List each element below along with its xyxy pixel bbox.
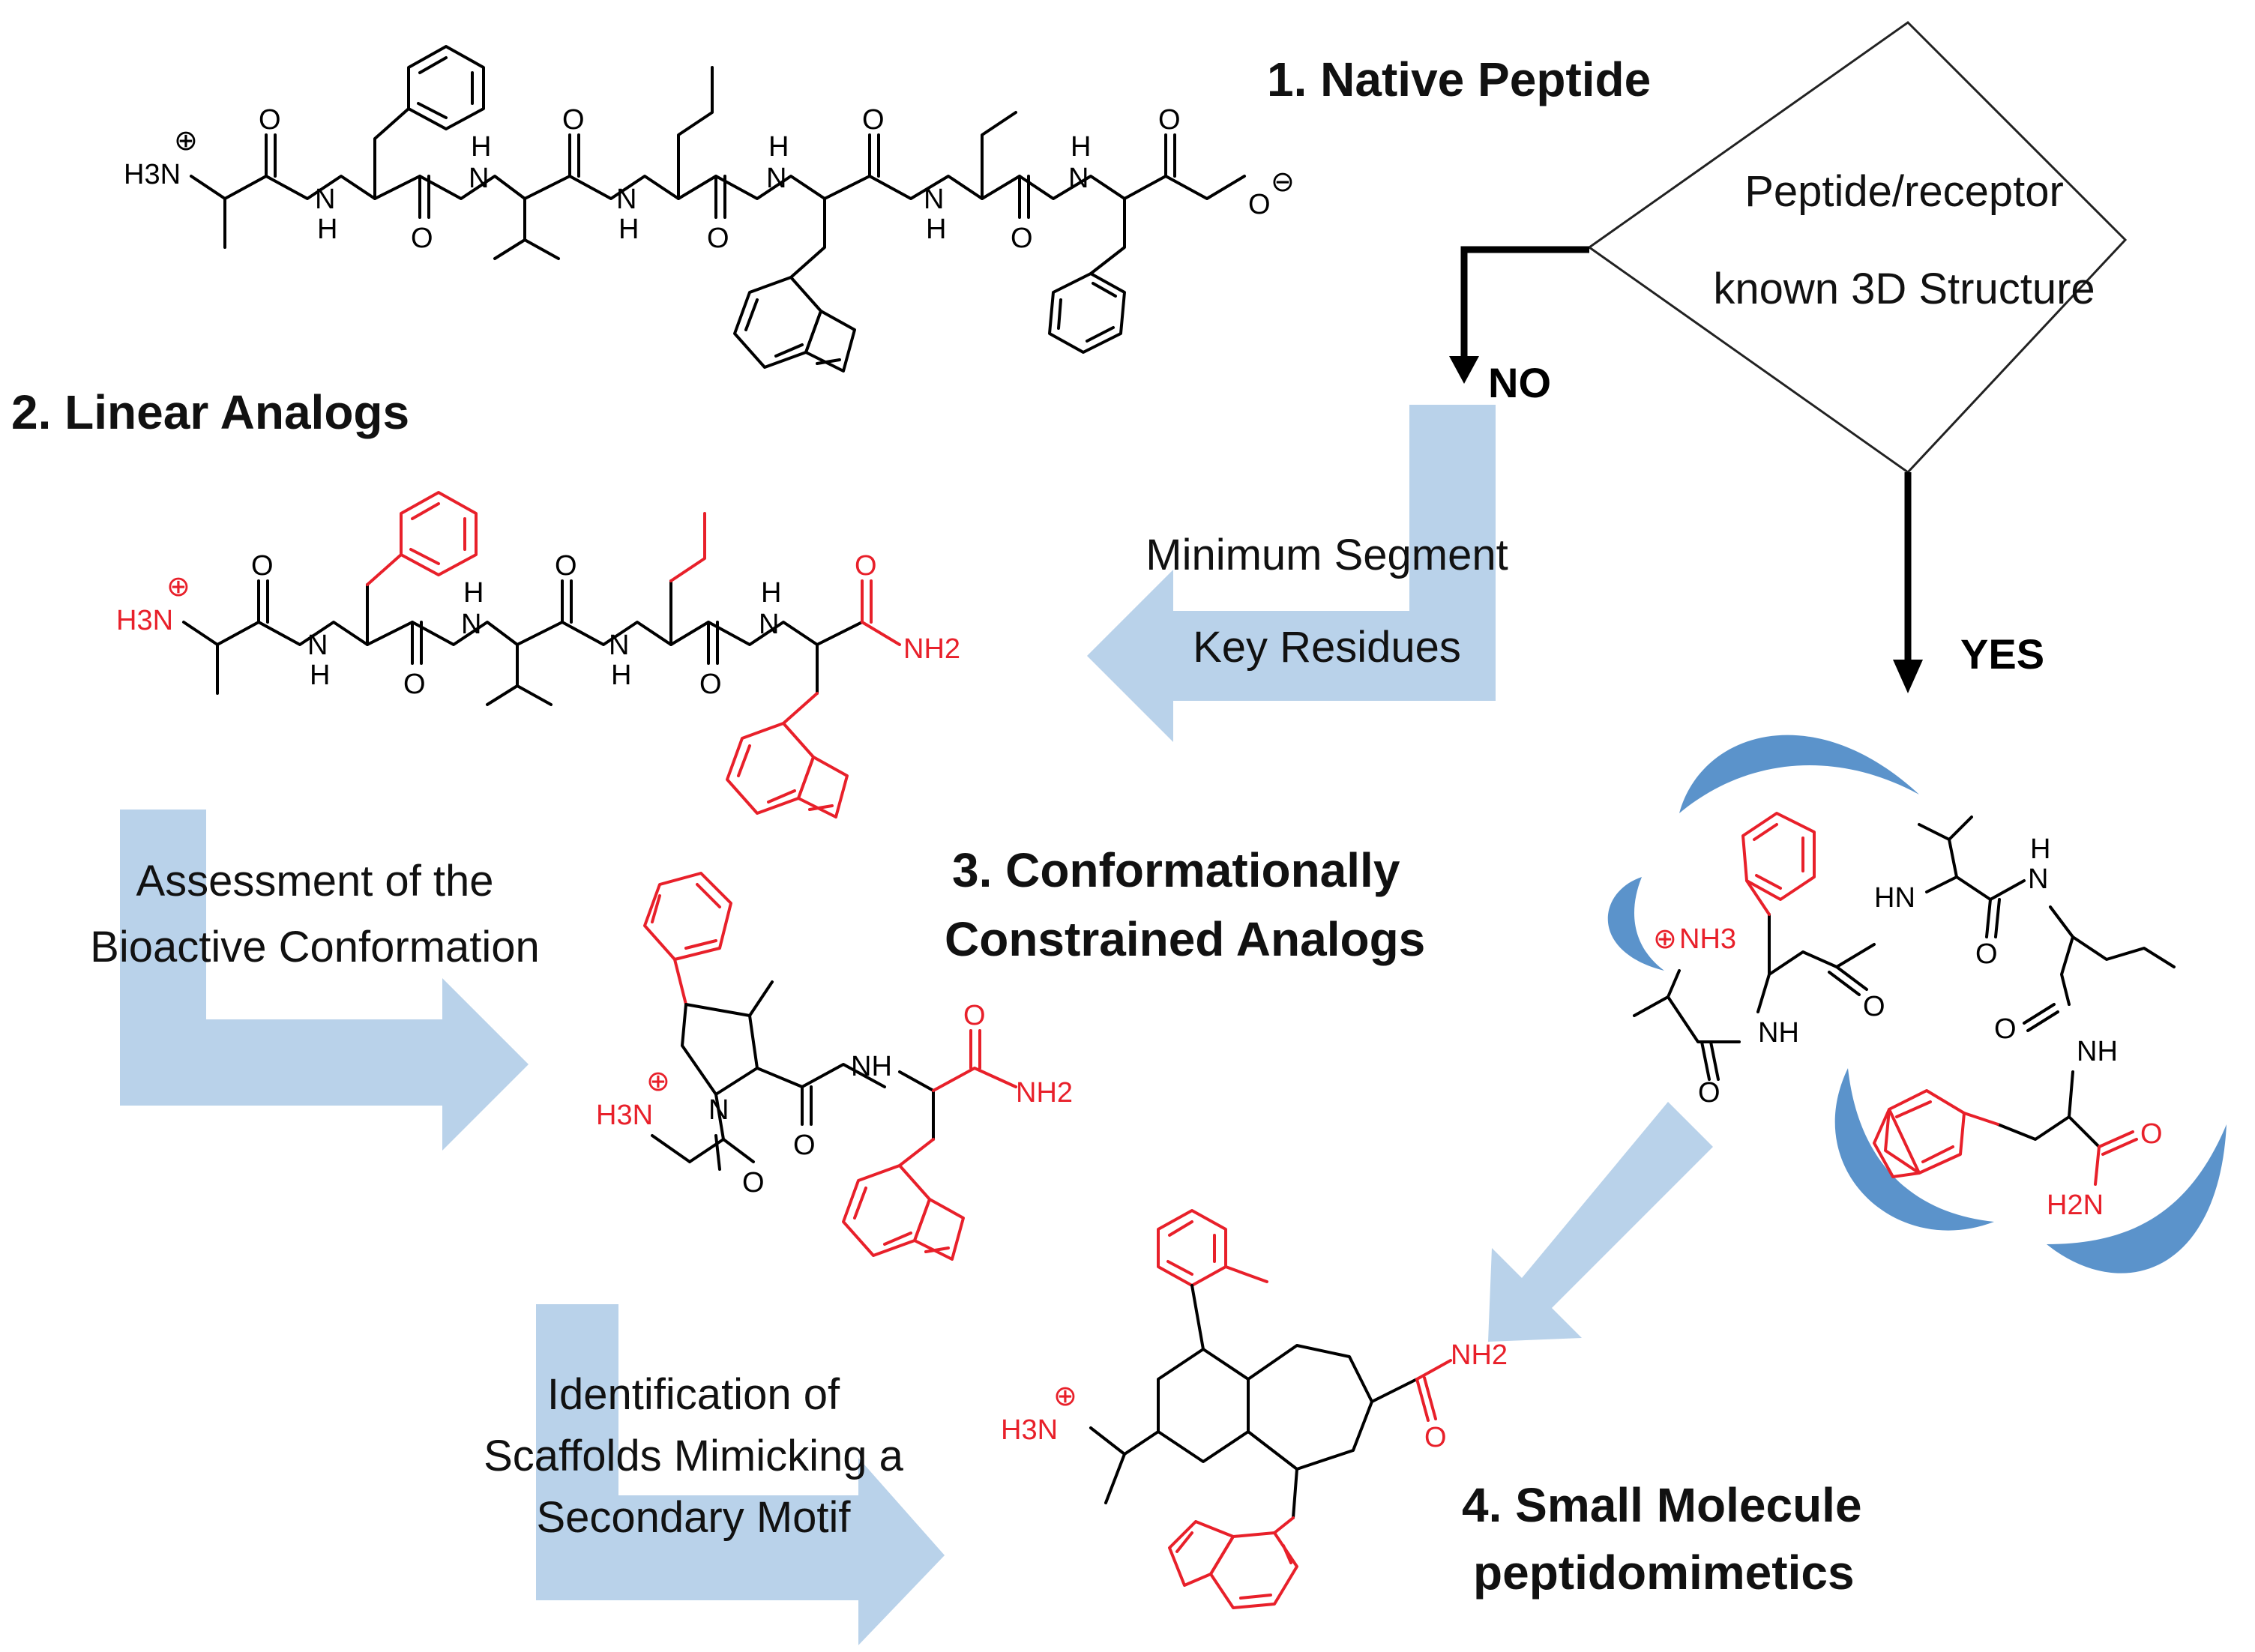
minimum-segment-text: Minimum Segment [1145, 531, 1508, 579]
svg-text:NH: NH [1758, 1017, 1799, 1049]
key-residues-text: Key Residues [1193, 623, 1461, 672]
assessment-text-line2: Bioactive Conformation [90, 923, 540, 971]
svg-text:O: O [1994, 1013, 2017, 1045]
receptor-h2n: H2N [2047, 1190, 2104, 1221]
svg-text:O: O [1424, 1422, 1447, 1453]
assessment-text-line1: Assessment of the [136, 857, 493, 905]
svg-text:O: O [2140, 1118, 2163, 1150]
svg-text:O: O [742, 1167, 765, 1199]
receptor-lobe-bottom-left [1834, 1068, 1994, 1231]
svg-text:N: N [924, 184, 944, 215]
step4-title-line1: 4. Small Molecule [1462, 1478, 1862, 1532]
svg-text:O: O [1698, 1077, 1720, 1109]
svg-text:O: O [793, 1130, 816, 1161]
native-plus: ⊕ [174, 125, 198, 157]
no-arrowhead [1449, 356, 1479, 384]
yes-arrowhead [1893, 660, 1923, 693]
svg-text:O: O [855, 550, 877, 582]
receptor-lobe-bottom-right [2047, 1124, 2227, 1273]
linear-h3n: H3N [116, 605, 173, 636]
svg-text:⊕: ⊕ [646, 1066, 670, 1097]
svg-text:⊕: ⊕ [1653, 923, 1677, 955]
receptor-lobe-top [1679, 735, 1919, 813]
svg-text:⊕: ⊕ [166, 571, 190, 603]
assessment-arrow [120, 810, 529, 1151]
svg-text:O: O [555, 550, 577, 582]
svg-text:H: H [463, 577, 484, 609]
svg-text:N: N [616, 184, 636, 215]
step2-title: 2. Linear Analogs [11, 385, 409, 439]
decision-diamond [1587, 21, 2128, 474]
svg-text:H: H [2030, 833, 2050, 865]
svg-text:O: O [1975, 938, 1998, 970]
svg-text:HN: HN [1874, 882, 1915, 914]
identification-arrow [536, 1304, 945, 1645]
svg-text:O: O [259, 104, 281, 136]
svg-text:N: N [2028, 863, 2048, 895]
constrained-h3n: H3N [596, 1100, 653, 1131]
diagonal-arrow [1488, 1102, 1713, 1342]
svg-text:H: H [926, 214, 946, 245]
svg-text:N: N [1068, 163, 1089, 194]
svg-text:H: H [618, 214, 639, 245]
step3-title-line1: 3. Conformationally [952, 843, 1400, 897]
minimum-segment-arrow [1087, 405, 1496, 742]
svg-text:⊕: ⊕ [1053, 1381, 1077, 1412]
step1-title: 1. Native Peptide [1267, 52, 1651, 106]
svg-text:O: O [1158, 104, 1181, 136]
svg-text:H: H [611, 660, 631, 691]
svg-text:H: H [761, 577, 781, 609]
svg-text:N: N [469, 163, 489, 194]
svg-text:H: H [310, 660, 330, 691]
svg-text:O: O [707, 223, 729, 254]
svg-text:O: O [403, 669, 426, 700]
svg-text:H: H [317, 214, 337, 245]
svg-text:N: N [759, 609, 779, 640]
linear-analog-structure: H3N ⊕ O N H O N H O N H O N H [116, 491, 960, 819]
decision-text-line2: known 3D Structure [1713, 265, 2095, 313]
svg-text:N: N [315, 184, 335, 215]
svg-text:N: N [609, 630, 629, 661]
no-connector [1460, 246, 1589, 360]
native-peptide-structure: H3N ⊕ O N H O N H O N H O N H [124, 45, 1295, 373]
yes-label: YES [1960, 630, 2044, 678]
decision-text-line1: Peptide/receptor [1744, 167, 2064, 216]
receptor-bound-peptide: ⊕ NH3 O NH O HN O N H O NH [1607, 735, 2227, 1273]
identification-text-line3: Secondary Motif [536, 1493, 851, 1542]
native-minus: ⊖ [1271, 166, 1295, 198]
small-h3n: H3N [1001, 1414, 1058, 1446]
svg-text:H: H [471, 131, 491, 163]
svg-text:O: O [1248, 189, 1271, 220]
no-label: NO [1488, 359, 1551, 406]
svg-text:NH: NH [2077, 1036, 2118, 1067]
svg-text:NH: NH [851, 1051, 892, 1082]
identification-text-line1: Identification of [547, 1370, 840, 1419]
small-nh2: NH2 [1451, 1339, 1508, 1371]
svg-text:N: N [307, 630, 328, 661]
svg-text:O: O [699, 669, 722, 700]
constrained-analog-structure: N O NH O NH2 O H3N ⊕ [596, 872, 1073, 1261]
receptor-lobe-left [1607, 877, 1664, 971]
identification-text-line2: Scaffolds Mimicking a [484, 1432, 904, 1480]
svg-text:H: H [1071, 131, 1091, 163]
svg-text:O: O [862, 104, 885, 136]
small-molecule-structure: NH2 O H3N ⊕ [1001, 1209, 1508, 1609]
linear-nh2: NH2 [903, 633, 960, 665]
svg-text:O: O [562, 104, 585, 136]
svg-text:H: H [768, 131, 789, 163]
constrained-nh2: NH2 [1016, 1077, 1073, 1109]
svg-text:O: O [1011, 223, 1033, 254]
svg-text:O: O [1863, 991, 1885, 1022]
native-h3n: H3N [124, 159, 181, 190]
svg-text:O: O [251, 550, 274, 582]
step3-title-line2: Constrained Analogs [945, 912, 1425, 966]
svg-text:N: N [461, 609, 481, 640]
receptor-nh3: NH3 [1679, 923, 1736, 955]
svg-text:O: O [963, 1000, 986, 1031]
svg-text:O: O [411, 223, 433, 254]
svg-text:N: N [766, 163, 786, 194]
step4-title-line2: peptidomimetics [1473, 1546, 1855, 1600]
